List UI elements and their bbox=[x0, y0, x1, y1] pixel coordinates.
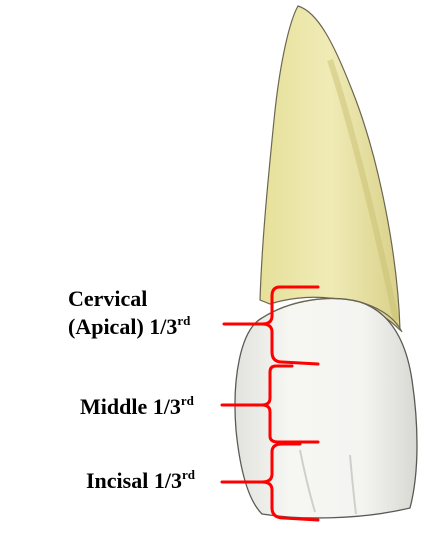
cej-line bbox=[261, 297, 403, 333]
incisal-third-label: Incisal 1/3rd bbox=[86, 467, 195, 493]
cervical-third-label: Cervical (Apical) 1/3rd bbox=[68, 285, 190, 341]
crown-lobe-line bbox=[349, 454, 357, 515]
cervical-label-line1: Cervical bbox=[68, 286, 148, 311]
thirds-bracket bbox=[220, 285, 320, 522]
tooth-crown bbox=[234, 297, 418, 519]
crown-lobe-line bbox=[299, 449, 316, 513]
tooth-root bbox=[259, 5, 401, 332]
root-shading bbox=[327, 59, 399, 321]
cervical-label-line2: (Apical) 1/3rd bbox=[68, 313, 191, 339]
middle-third-label: Middle 1/3rd bbox=[80, 393, 194, 419]
